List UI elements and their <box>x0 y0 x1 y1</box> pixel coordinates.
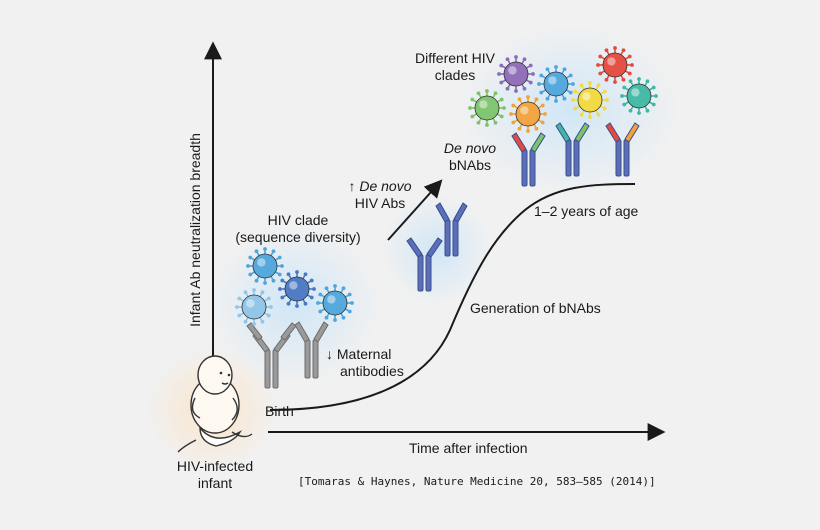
x-axis-label: Time after infection <box>409 440 528 456</box>
virus-left-1 <box>246 247 284 285</box>
y-axis-label: Infant Ab neutralization breadth <box>187 133 203 327</box>
bnab-2 <box>555 122 590 177</box>
maternal-label: ↓ Maternal antibodies <box>326 346 404 380</box>
hiv-clade-label: HIV clade (sequence diversity) <box>228 212 368 246</box>
maternal-arrow: ↓ <box>326 346 333 362</box>
virus-left-2 <box>278 270 316 308</box>
virus-left-3 <box>235 288 273 326</box>
virus-right-red <box>596 46 634 84</box>
denovo-antibody-1 <box>406 237 443 292</box>
denovo-antibody-2 <box>435 202 468 257</box>
maternal-antibody-2 <box>294 321 329 379</box>
birth-label: Birth <box>265 403 294 419</box>
denovo-line2: HIV Abs <box>354 195 406 211</box>
infant-label-line1: HIV-infected <box>176 458 254 474</box>
denovo-arrow <box>387 179 443 241</box>
bnabs-label: De novo bNAbs <box>430 140 510 174</box>
virus-right-teal <box>620 77 658 115</box>
infant-label-line2: infant <box>197 475 233 491</box>
infant-figure <box>177 355 253 453</box>
virus-right-yellow <box>571 81 609 119</box>
different-line2: clades <box>434 67 476 83</box>
different-line1: Different HIV <box>415 50 495 66</box>
maternal-line2: antibodies <box>340 363 404 379</box>
bnab-1 <box>511 132 546 187</box>
maternal-antibody-1 <box>246 322 297 389</box>
different-clades-label: Different HIV clades <box>405 50 505 84</box>
bnab-3 <box>605 122 640 177</box>
citation: [Tomaras & Haynes, Nature Medicine 20, 5… <box>298 475 656 488</box>
virus-left-4 <box>316 284 354 322</box>
hiv-clade-line2: (sequence diversity) <box>235 229 361 245</box>
bnabs-line2: bNAbs <box>448 157 492 173</box>
virus-right-blue <box>537 65 575 103</box>
years-label: 1–2 years of age <box>534 203 639 219</box>
infant-label: HIV-infected infant <box>160 458 270 492</box>
maternal-line1: Maternal <box>336 346 392 362</box>
virus-right-purple <box>497 55 535 93</box>
virus-right-green <box>468 89 506 127</box>
generation-label: Generation of bNAbs <box>470 300 601 316</box>
denovo-italic: De novo <box>359 178 412 194</box>
breadth-curve <box>269 183 636 411</box>
middle-antibody-glow <box>382 195 492 305</box>
denovo-label: ↑ De novo HIV Abs <box>335 178 425 212</box>
left-cluster-glow <box>210 225 380 385</box>
virus-right-orange <box>509 95 547 133</box>
hiv-clade-line1: HIV clade <box>267 212 329 228</box>
bnabs-italic: De novo <box>443 140 497 156</box>
denovo-arrow-glyph: ↑ <box>348 178 356 194</box>
